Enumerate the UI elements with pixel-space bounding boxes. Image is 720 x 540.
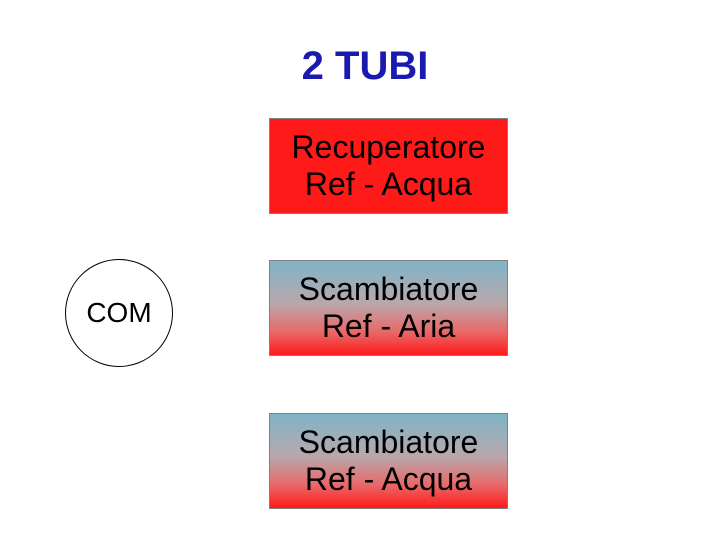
com-label: COM [86,297,152,328]
box-label-line1: Scambiatore [298,424,479,460]
com-circle: COM [65,259,173,367]
box-label-line2: Ref - Acqua [304,166,473,202]
box-label-line1: Recuperatore [291,129,486,165]
box-label-line1: Scambiatore [298,271,479,307]
box-label-line2: Ref - Acqua [304,461,473,497]
scambiatore-ref-aria-box: Scambiatore Ref - Aria [269,260,508,356]
scambiatore-ref-acqua-box: Scambiatore Ref - Acqua [269,413,508,509]
diagram-title: 2 TUBI [301,44,429,88]
box-label-line2: Ref - Aria [321,308,456,344]
recuperatore-ref-acqua-box: Recuperatore Ref - Acqua [269,118,508,214]
